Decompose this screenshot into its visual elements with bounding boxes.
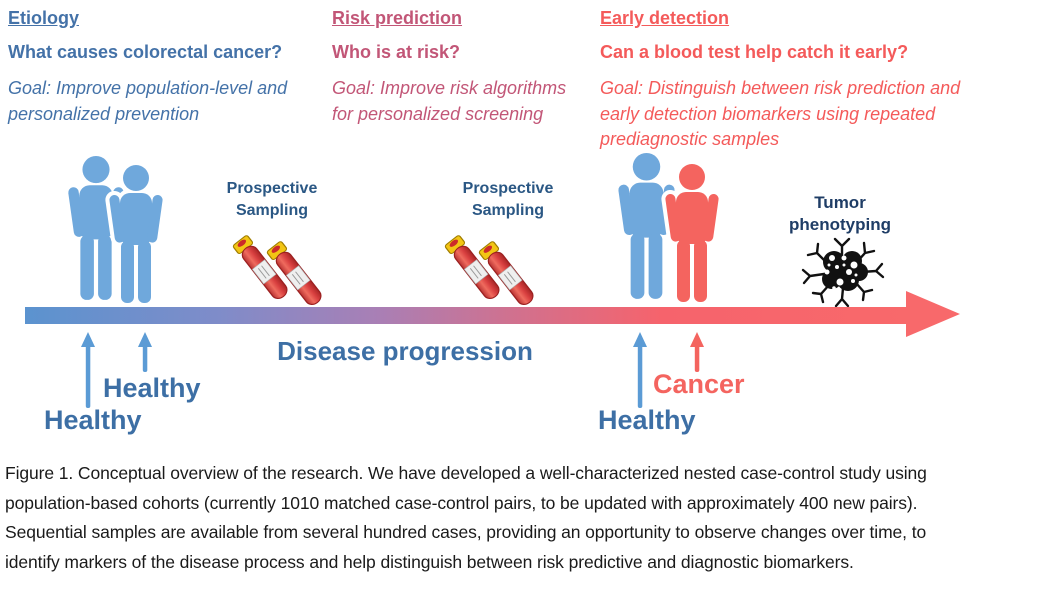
prospective-sampling-label-2: Prospective Sampling [462, 180, 554, 219]
healthy-person-icon [103, 165, 169, 305]
etiology-goal: Goal: Improve population-level and perso… [8, 78, 288, 124]
cancer-person-icon [659, 164, 725, 304]
prospective-sampling-label-1: Prospective Sampling [226, 180, 318, 219]
caption-line: identify markers of the disease process … [5, 551, 854, 572]
etiology-question: What causes colorectal cancer? [8, 42, 283, 62]
timeline-arrow-shaft [25, 307, 909, 324]
figure-caption: Figure 1. Conceptual overview of the res… [5, 459, 1055, 577]
caption-line: population-based cohorts (currently 1010… [5, 492, 918, 513]
timeline-arrowhead [906, 291, 960, 337]
risk-goal: Goal: Improve risk algorithms for person… [332, 78, 567, 124]
column-early-detection: Early detection Can a blood test help ca… [600, 8, 1040, 153]
early-detection-title: Early detection [600, 8, 730, 28]
caption-line: Figure 1. Conceptual overview of the res… [5, 463, 927, 483]
disease-progression-label: Disease progression [277, 336, 533, 366]
up-arrow-icon [633, 332, 647, 408]
risk-question: Who is at risk? [332, 42, 461, 62]
healthy-label: Healthy [44, 405, 142, 435]
cancer-label: Cancer [653, 369, 745, 399]
etiology-title: Etiology [8, 8, 79, 28]
column-etiology: Etiology What causes colorectal cancer? … [8, 8, 326, 127]
up-arrow-icon [138, 332, 152, 372]
healthy-label: Healthy [598, 405, 696, 435]
caption-line: Sequential samples are available from se… [5, 522, 927, 542]
up-arrow-icon [81, 332, 95, 408]
risk-title: Risk prediction [332, 8, 463, 28]
column-risk-prediction: Risk prediction Who is at risk? Goal: Im… [332, 8, 602, 127]
tumor-icon [801, 237, 885, 308]
early-detection-goal: Goal: Distinguish between risk predictio… [600, 78, 961, 150]
up-arrow-icon [690, 332, 704, 372]
healthy-label: Healthy [103, 373, 201, 403]
early-detection-question: Can a blood test help catch it early? [600, 42, 909, 62]
tumor-phenotyping-label: Tumor phenotyping [789, 193, 891, 235]
